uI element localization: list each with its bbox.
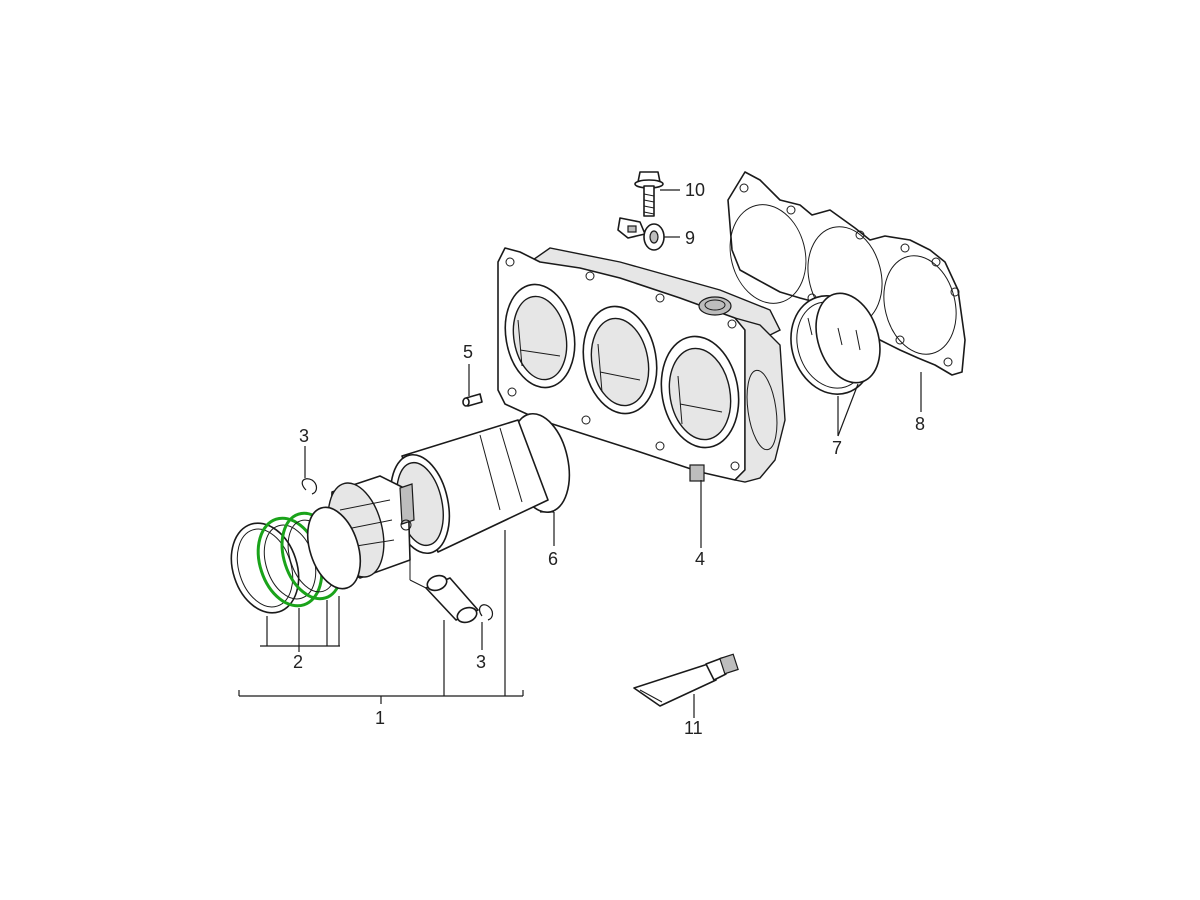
- dowel-pin: [462, 393, 483, 407]
- crankcase-cylinder-block: [497, 247, 786, 483]
- callout-10: 10: [685, 180, 705, 200]
- callout-7: 7: [832, 438, 842, 458]
- callout-4: 4: [695, 549, 705, 569]
- bolt: [634, 171, 664, 217]
- callout-8: 8: [915, 414, 925, 434]
- cylinder-liner: [389, 412, 571, 555]
- piston-pin: [425, 574, 479, 624]
- sealant-tube: [633, 653, 739, 707]
- seal-rings: [790, 292, 881, 395]
- callout-2: 2: [293, 652, 303, 672]
- circlip-bottom: [478, 604, 494, 621]
- knock-sensor: [617, 217, 665, 251]
- callout-5: 5: [463, 342, 473, 362]
- callout-3-top: 3: [299, 426, 309, 446]
- leader-lines: [238, 189, 922, 718]
- callout-9: 9: [685, 228, 695, 248]
- callout-11: 11: [684, 718, 703, 738]
- callout-1: 1: [375, 708, 385, 728]
- callout-6: 6: [548, 549, 558, 569]
- piston-rings: [230, 506, 362, 614]
- circlip-top: [301, 478, 318, 495]
- callout-3-bottom: 3: [476, 652, 486, 672]
